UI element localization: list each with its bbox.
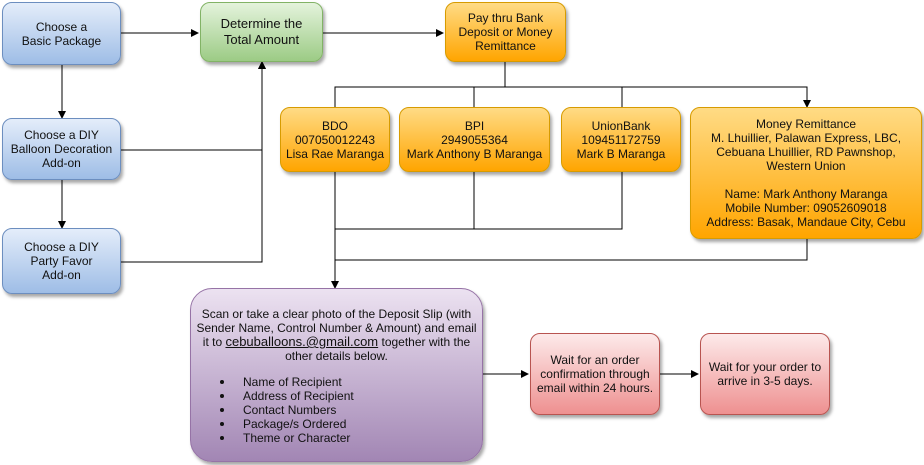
node-text: other details below. (285, 349, 388, 363)
email-prefix: it to (202, 335, 223, 349)
remittance-contact-address: Address: Basak, Mandaue City, Cebu (706, 215, 906, 229)
node-text: email within 24 hours. (536, 381, 654, 395)
node-text: Add-on (42, 156, 81, 170)
node-text: Lisa Rae Maranga (285, 146, 385, 161)
node-text: Determine the (220, 16, 303, 31)
node-text: Deposit or Money (458, 25, 553, 39)
node-text: Wait for your order to (708, 360, 822, 374)
node-text: 109451172759 (581, 132, 661, 147)
node-text: BDO (321, 118, 348, 133)
node-wait-arrival: Wait for your order to arrive in 3-5 day… (700, 333, 830, 415)
node-text: arrive in 3-5 days. (717, 374, 813, 388)
node-text: Total Amount (223, 32, 300, 47)
arrowheads-pay-branches (334, 104, 807, 107)
arrow-balloon-to-total (121, 61, 266, 151)
node-text: confirmation through (540, 367, 650, 381)
node-text: 007050012243 (294, 132, 376, 147)
node-choose-party-favor-addon: Choose a DIY Party Favor Add-on (2, 228, 121, 294)
required-details-list: Name of Recipient Address of Recipient C… (201, 375, 354, 445)
arrow-party-to-total (121, 61, 266, 263)
list-item: Contact Numbers (201, 403, 354, 417)
node-wait-confirmation: Wait for an order confirmation through e… (530, 333, 660, 415)
node-text: Choose a DIY (24, 128, 99, 142)
email-link[interactable]: cebuballoons.@gmail.com (225, 334, 379, 349)
node-text: Western Union (766, 159, 846, 173)
node-money-remittance: Money Remittance M. Lhuillier, Palawan E… (690, 107, 922, 239)
arrow-banks-to-instructions (334, 172, 808, 286)
list-item: Package/s Ordered (201, 417, 354, 431)
node-text: Pay thru Bank (467, 11, 544, 25)
node-text: Money Remittance (755, 117, 857, 131)
node-text: Sender Name, Control Number & Amount) an… (196, 321, 477, 335)
node-text: Basic Package (21, 33, 102, 48)
node-text: Mark Anthony B Maranga (406, 146, 543, 161)
node-text: Mark B Maranga (576, 146, 666, 161)
pay-branch-line (334, 62, 808, 105)
node-choose-basic-package: Choose a Basic Package (2, 2, 121, 65)
list-item: Name of Recipient (201, 375, 354, 389)
node-text: Wait for an order (550, 353, 640, 367)
list-item: Address of Recipient (201, 389, 354, 403)
node-text: Cebuana Lhuillier, RD Pawnshop, (716, 145, 896, 159)
node-text: Choose a DIY (24, 240, 99, 254)
node-choose-balloon-addon: Choose a DIY Balloon Decoration Add-on (2, 118, 121, 180)
node-text: it to cebuballoons.@gmail.com together w… (202, 334, 471, 350)
node-text: Choose a (35, 19, 88, 34)
list-item: Theme or Character (201, 431, 354, 445)
node-text: Party Favor (30, 254, 93, 268)
node-text: Add-on (42, 268, 81, 282)
node-text: BPI (464, 118, 485, 133)
node-text: Scan or take a clear photo of the Deposi… (201, 307, 472, 321)
node-send-deposit-slip-instructions: Scan or take a clear photo of the Deposi… (190, 288, 483, 462)
node-bdo: BDO 007050012243 Lisa Rae Maranga (280, 107, 390, 172)
node-unionbank: UnionBank 109451172759 Mark B Maranga (561, 107, 681, 172)
remittance-contact-mobile: Mobile Number: 09052609018 (725, 201, 887, 215)
email-suffix: together with the (381, 335, 471, 349)
node-text: 2949055364 (441, 132, 508, 147)
node-text: M. Lhuillier, Palawan Express, LBC, (710, 131, 902, 145)
node-determine-total: Determine the Total Amount (200, 2, 323, 62)
node-text: UnionBank (591, 118, 651, 133)
node-bpi: BPI 2949055364 Mark Anthony B Maranga (399, 107, 550, 172)
node-text: Balloon Decoration (10, 142, 113, 156)
remittance-contact-name: Name: Mark Anthony Maranga (724, 187, 888, 201)
node-text: Remittance (475, 39, 536, 53)
node-pay-thru-bank: Pay thru Bank Deposit or Money Remittanc… (445, 2, 566, 62)
